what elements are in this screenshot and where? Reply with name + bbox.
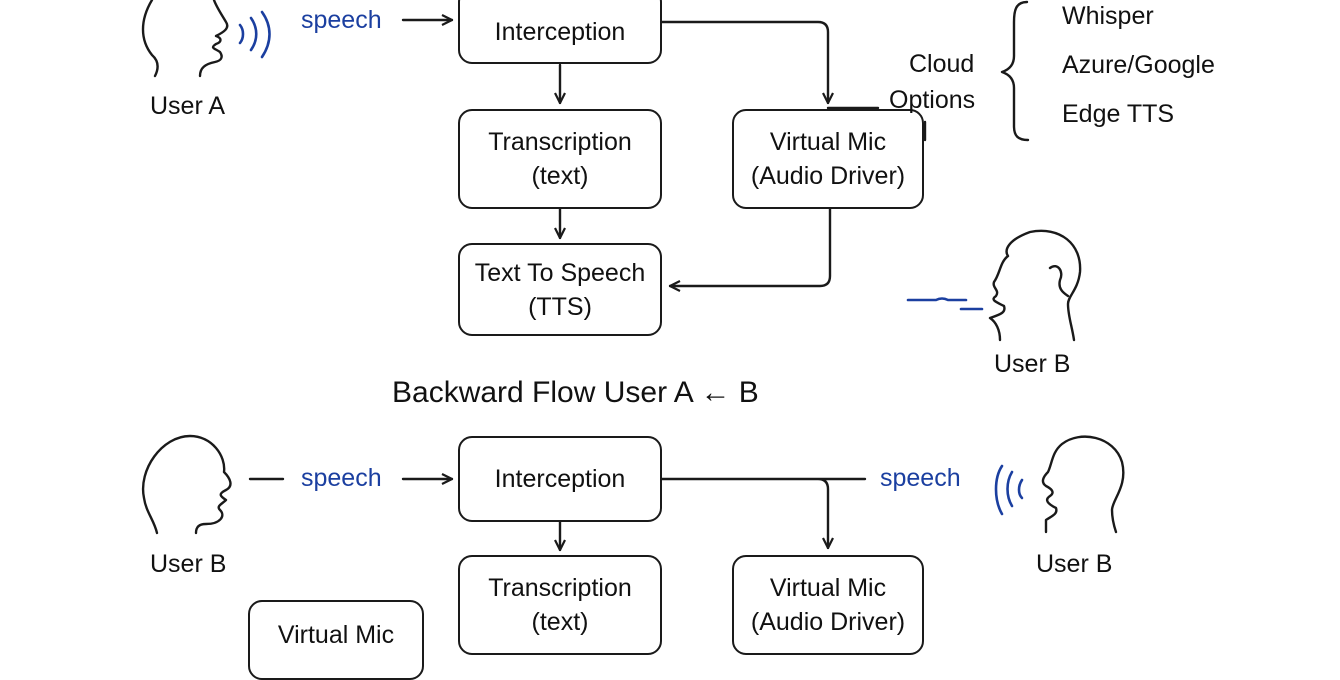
backward-speech-left-label: speech <box>301 464 382 492</box>
backward-transcription-sublabel: (text) <box>531 608 589 636</box>
speech-label: speech <box>301 6 382 34</box>
diagram-canvas <box>141 0 1125 638</box>
transcription-box[interactable]: Transcription (text) <box>458 109 662 209</box>
interception-box[interactable]: Interception <box>458 0 662 64</box>
backward-flow-title: Backward Flow User A ← B <box>392 376 759 409</box>
tts-sublabel: (TTS) <box>528 292 592 321</box>
backward-virtual-mic-sublabel: (Audio Driver) <box>750 608 906 636</box>
user-a-head-icon <box>141 0 229 78</box>
transcription-label: Transcription <box>488 128 632 156</box>
backward-user-b-left-label: User B <box>150 550 227 578</box>
backward-sound-wave-icon <box>994 464 1004 516</box>
virtual-mic-sublabel: (Audio Driver) <box>750 162 906 190</box>
user-a-label: User A <box>150 92 226 120</box>
user-b-head-icon <box>988 229 1082 342</box>
backward-transcription-box[interactable]: Transcription (text) <box>458 555 662 655</box>
backward-speech-right-label: speech <box>880 464 961 492</box>
cloud-option-azure-google: Azure/Google <box>1062 51 1215 79</box>
backward-sound-wave-icon <box>1006 470 1014 508</box>
backward-virtual-mic-left-label: Virtual Mic <box>277 621 395 649</box>
arrow-virtualmic-tts <box>668 206 832 286</box>
sound-wave-icon <box>260 10 271 59</box>
sound-wave-icon <box>249 16 258 52</box>
transcription-sublabel: (text) <box>531 162 589 190</box>
options-label: Options <box>889 86 976 114</box>
backward-user-b-right-head-icon <box>1041 435 1125 534</box>
speech-wave-icon <box>906 297 968 302</box>
sound-wave-icon <box>238 23 245 45</box>
interception-label: Interception <box>494 18 626 46</box>
backward-user-b-left-head-icon <box>141 434 232 535</box>
cloud-label: Cloud <box>909 50 975 78</box>
backward-virtual-mic-label: Virtual Mic <box>769 574 887 602</box>
backward-user-b-right-label: User B <box>1036 550 1113 578</box>
backward-sound-wave-icon <box>1017 478 1024 500</box>
cloud-options-brace <box>1000 0 1030 142</box>
cloud-option-edge-tts: Edge TTS <box>1062 100 1175 128</box>
tts-label: Text To Speech <box>474 258 646 287</box>
virtual-mic-label: Virtual Mic <box>769 128 887 156</box>
cloud-option-whisper: Whisper <box>1062 2 1154 30</box>
backward-interception-box[interactable]: Interception <box>458 436 662 522</box>
user-b-label: User B <box>994 350 1071 378</box>
backward-virtual-mic-box[interactable]: Virtual Mic (Audio Driver) <box>732 555 924 655</box>
backward-interception-label: Interception <box>494 465 626 493</box>
arrow-interception-virtualmic <box>660 20 828 105</box>
backward-transcription-label: Transcription <box>488 574 632 602</box>
backward-virtual-mic-left-box[interactable]: Virtual Mic <box>248 600 424 680</box>
virtual-mic-box[interactable]: Virtual Mic (Audio Driver) <box>732 109 924 209</box>
backward-arrow-interception-virtualmic <box>660 477 867 548</box>
tts-box[interactable]: Text To Speech (TTS) <box>458 243 662 336</box>
